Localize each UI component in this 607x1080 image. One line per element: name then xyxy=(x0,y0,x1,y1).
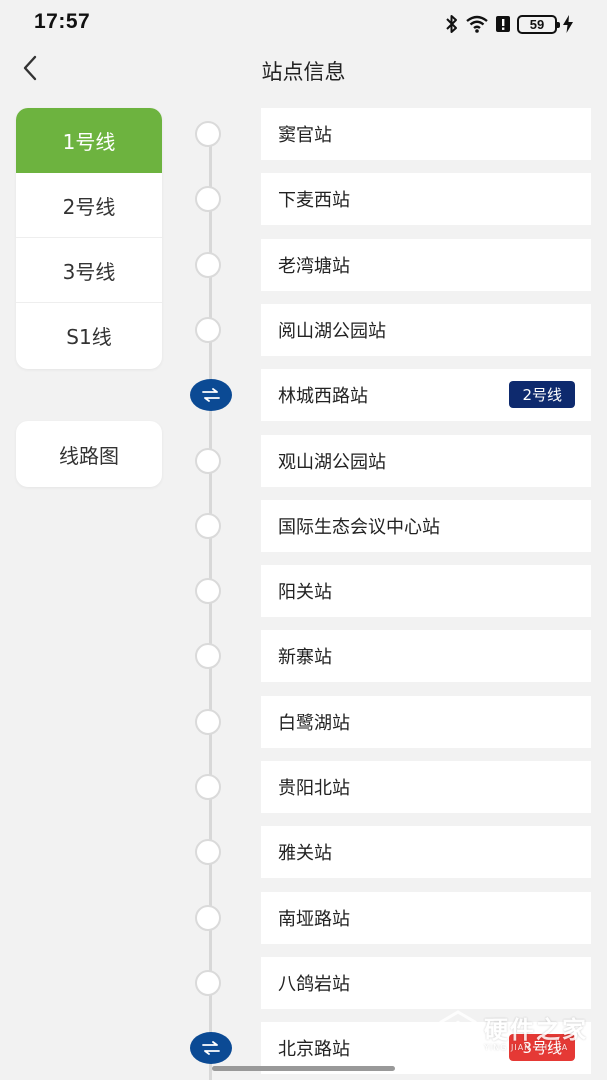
station-name: 白鹭湖站 xyxy=(278,713,350,734)
station-dot-icon xyxy=(195,252,221,278)
station-item[interactable]: 林城西路站 2号线 xyxy=(261,369,591,421)
tab-line-s1[interactable]: S1线 xyxy=(16,303,162,368)
back-button[interactable] xyxy=(12,52,48,88)
bluetooth-icon xyxy=(445,14,459,34)
station-name: 观山湖公园站 xyxy=(278,452,386,473)
station-item[interactable]: 贵阳北站 xyxy=(261,761,591,813)
tab-line-3[interactable]: 3号线 xyxy=(16,238,162,303)
status-icons: 59 xyxy=(445,12,573,36)
tab-label: 1号线 xyxy=(62,130,116,154)
station-dot-icon xyxy=(195,186,221,212)
station-name: 阳关站 xyxy=(278,582,332,603)
line-track xyxy=(209,134,212,1080)
line-tabs: 1号线 2号线 3号线 S1线 xyxy=(16,108,162,369)
station-dot-icon xyxy=(195,709,221,735)
station-item[interactable]: 阅山湖公园站 xyxy=(261,304,591,356)
station-item[interactable]: 南垭路站 xyxy=(261,892,591,944)
status-bar: 17:57 59 xyxy=(0,0,607,46)
station-row: 贵阳北站 xyxy=(190,761,607,813)
watermark-logo-icon xyxy=(438,1010,478,1058)
station-dot-icon xyxy=(195,970,221,996)
station-row: 林城西路站 2号线 xyxy=(190,369,607,421)
station-name: 八鸽岩站 xyxy=(278,974,350,995)
station-item[interactable]: 八鸽岩站 xyxy=(261,957,591,1009)
station-row: 白鹭湖站 xyxy=(190,696,607,748)
tab-label: 2号线 xyxy=(62,194,116,219)
station-row: 北京路站 3号线 xyxy=(190,1022,607,1074)
home-indicator[interactable] xyxy=(212,1066,395,1071)
station-row: 老湾塘站 xyxy=(190,239,607,291)
station-name: 国际生态会议中心站 xyxy=(278,517,440,538)
station-name: 林城西路站 xyxy=(278,386,368,407)
chevron-left-icon xyxy=(22,55,38,85)
station-name: 下麦西站 xyxy=(278,190,350,211)
tab-label: 3号线 xyxy=(62,259,116,284)
station-dot-icon xyxy=(195,448,221,474)
station-dot-icon xyxy=(195,121,221,147)
tab-label: S1线 xyxy=(66,325,112,349)
station-row: 八鸽岩站 xyxy=(190,957,607,1009)
station-name: 贵阳北站 xyxy=(278,778,350,799)
watermark-text: 硬件之家 xyxy=(484,1015,588,1044)
station-item[interactable]: 老湾塘站 xyxy=(261,239,591,291)
watermark: 硬件之家 YING JIAN ZHI JIA xyxy=(438,1010,598,1058)
battery-level: 59 xyxy=(529,16,545,32)
station-item[interactable]: 窦官站 xyxy=(261,108,591,160)
station-item[interactable]: 阳关站 xyxy=(261,565,591,617)
alert-icon xyxy=(495,14,511,34)
station-item[interactable]: 新寨站 xyxy=(261,630,591,682)
station-name: 雅关站 xyxy=(278,843,332,864)
station-item[interactable]: 国际生态会议中心站 xyxy=(261,500,591,552)
station-row: 下麦西站 xyxy=(190,173,607,225)
station-dot-icon xyxy=(195,774,221,800)
station-dot-icon xyxy=(195,578,221,604)
station-row: 窦官站 xyxy=(190,108,607,160)
station-row: 南垭路站 xyxy=(190,892,607,944)
station-name: 南垭路站 xyxy=(278,909,350,930)
watermark-subtext: YING JIAN ZHI JIA xyxy=(484,1042,569,1052)
station-name: 老湾塘站 xyxy=(278,256,350,277)
station-item[interactable]: 白鹭湖站 xyxy=(261,696,591,748)
station-row: 雅关站 xyxy=(190,826,607,878)
station-row: 阳关站 xyxy=(190,565,607,617)
station-dot-icon xyxy=(195,317,221,343)
station-name: 窦官站 xyxy=(278,125,332,146)
line-map-button[interactable]: 线路图 xyxy=(16,421,162,487)
tab-line-1[interactable]: 1号线 xyxy=(16,108,162,173)
station-name: 新寨站 xyxy=(278,647,332,668)
station-dot-icon xyxy=(195,513,221,539)
station-dot-icon xyxy=(195,839,221,865)
battery-icon: 59 xyxy=(517,14,560,34)
wifi-icon xyxy=(465,14,489,34)
transfer-icon xyxy=(190,379,232,411)
station-name: 阅山湖公园站 xyxy=(278,321,386,342)
station-item[interactable]: 北京路站 3号线 xyxy=(261,1022,591,1074)
station-item[interactable]: 下麦西站 xyxy=(261,173,591,225)
transfer-line-badge[interactable]: 3号线 xyxy=(509,1034,575,1061)
station-row: 观山湖公园站 xyxy=(190,435,607,487)
charging-icon xyxy=(563,15,573,33)
station-row: 国际生态会议中心站 xyxy=(190,500,607,552)
station-item[interactable]: 雅关站 xyxy=(261,826,591,878)
page-title: 站点信息 xyxy=(261,60,346,84)
header: 站点信息 xyxy=(0,46,607,92)
station-row: 新寨站 xyxy=(190,630,607,682)
line-map-label: 线路图 xyxy=(59,443,119,468)
station-row: 阅山湖公园站 xyxy=(190,304,607,356)
station-dot-icon xyxy=(195,905,221,931)
status-time: 17:57 xyxy=(34,10,91,33)
transfer-icon xyxy=(190,1032,232,1064)
transfer-line-badge[interactable]: 2号线 xyxy=(509,381,575,408)
station-dot-icon xyxy=(195,643,221,669)
station-name: 北京路站 xyxy=(278,1039,350,1060)
tab-line-2[interactable]: 2号线 xyxy=(16,173,162,238)
station-item[interactable]: 观山湖公园站 xyxy=(261,435,591,487)
